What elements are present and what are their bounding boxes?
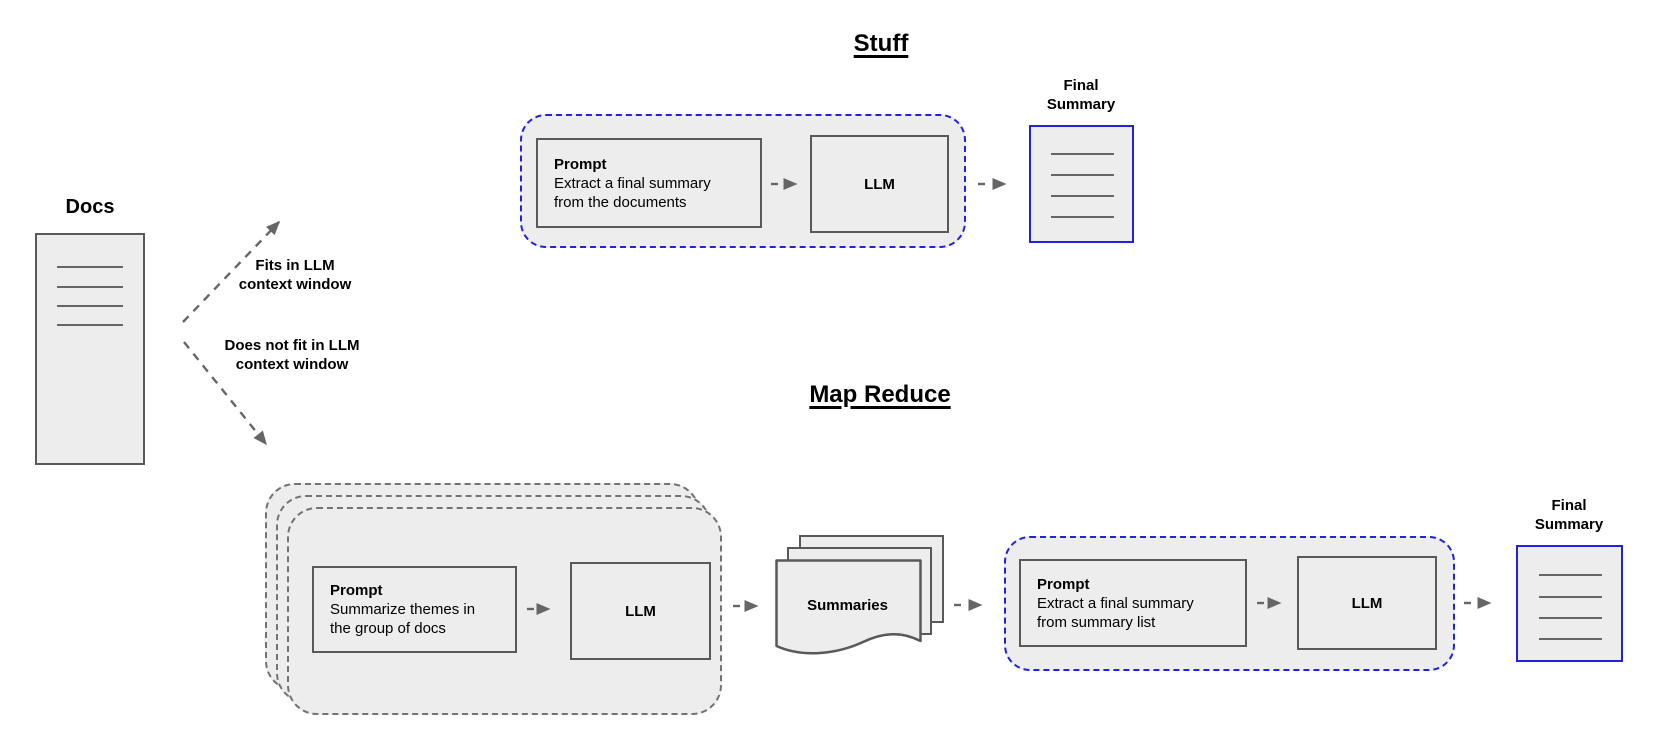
stuff-prompt-heading: Prompt: [554, 155, 607, 173]
map-prompt-box: Prompt Summarize themes in the group of …: [312, 566, 517, 653]
stuff-final-summary-label-line2: Summary: [1046, 96, 1116, 113]
reduce-prompt-heading: Prompt: [1037, 575, 1090, 593]
map-llm-box: LLM: [570, 562, 711, 660]
not-fit-branch-label-line1: Does not fit in LLM: [224, 337, 360, 354]
reduce-llm-label: LLM: [1351, 594, 1383, 612]
map-reduce-title: Map Reduce: [809, 381, 951, 408]
not-fit-branch-label-line2: context window: [235, 356, 349, 373]
stuff-final-summary-box: [1029, 125, 1134, 243]
reduce-prompt-line1: Extract a final summary: [1037, 594, 1194, 612]
map-llm-label: LLM: [625, 602, 656, 620]
stuff-final-summary-label-line1: Final: [1063, 77, 1099, 94]
docs-label: Docs: [65, 196, 115, 218]
not-fit-branch-label: Does not fit in LLM context window: [202, 336, 382, 374]
stuff-llm-label: LLM: [864, 175, 895, 193]
map-prompt-line1: Summarize themes in: [330, 601, 476, 618]
summaries-label: Summaries: [807, 597, 888, 614]
reduce-final-summary-label-line2: Summary: [1534, 516, 1604, 533]
stuff-final-summary-label: Final Summary: [1021, 76, 1141, 114]
stuff-prompt-box: Prompt Extract a final summary from the …: [536, 138, 762, 228]
stuff-prompt-line2: from the documents: [554, 193, 687, 211]
fits-branch-label: Fits in LLM context window: [205, 256, 385, 294]
stuff-llm-box: LLM: [810, 135, 949, 233]
map-prompt-line2: the group of docs: [330, 620, 446, 637]
stuff-prompt-line1: Extract a final summary: [554, 174, 711, 192]
fits-branch-label-line1: Fits in LLM: [255, 257, 335, 274]
fits-branch-label-line2: context window: [238, 276, 352, 293]
reduce-prompt-line2: from summary list: [1037, 613, 1156, 631]
docs-box: [35, 233, 145, 465]
summaries-document-icon: [775, 559, 922, 655]
reduce-final-summary-label: Final Summary: [1509, 496, 1629, 534]
reduce-llm-box: LLM: [1297, 556, 1437, 650]
reduce-final-summary-box: [1516, 545, 1623, 662]
reduce-prompt-box: Prompt Extract a final summary from summ…: [1019, 559, 1247, 647]
map-prompt-heading: Prompt: [330, 582, 383, 599]
stuff-title: Stuff: [853, 30, 909, 57]
reduce-final-summary-label-line1: Final: [1551, 497, 1587, 514]
